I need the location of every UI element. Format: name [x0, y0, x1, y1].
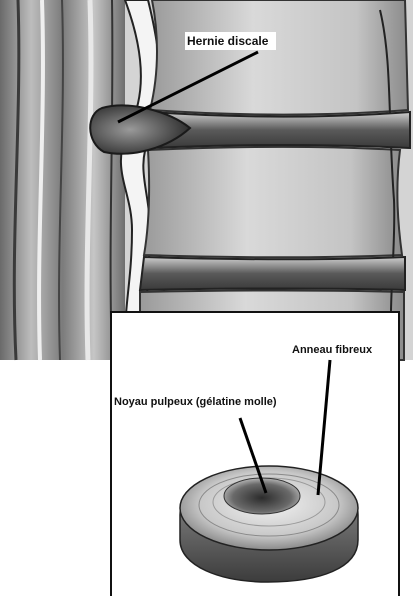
- hernie-discale-label: Hernie discale: [185, 32, 276, 50]
- noyau-pulpeux-label: Noyau pulpeux (gélatine molle): [114, 396, 277, 408]
- lower-disc: [140, 257, 405, 290]
- anneau-fibreux-label: Anneau fibreux: [292, 344, 372, 356]
- disc-cross-section: [180, 466, 358, 582]
- spinal-cord: [0, 0, 125, 360]
- vertebral-bodies: [140, 0, 408, 360]
